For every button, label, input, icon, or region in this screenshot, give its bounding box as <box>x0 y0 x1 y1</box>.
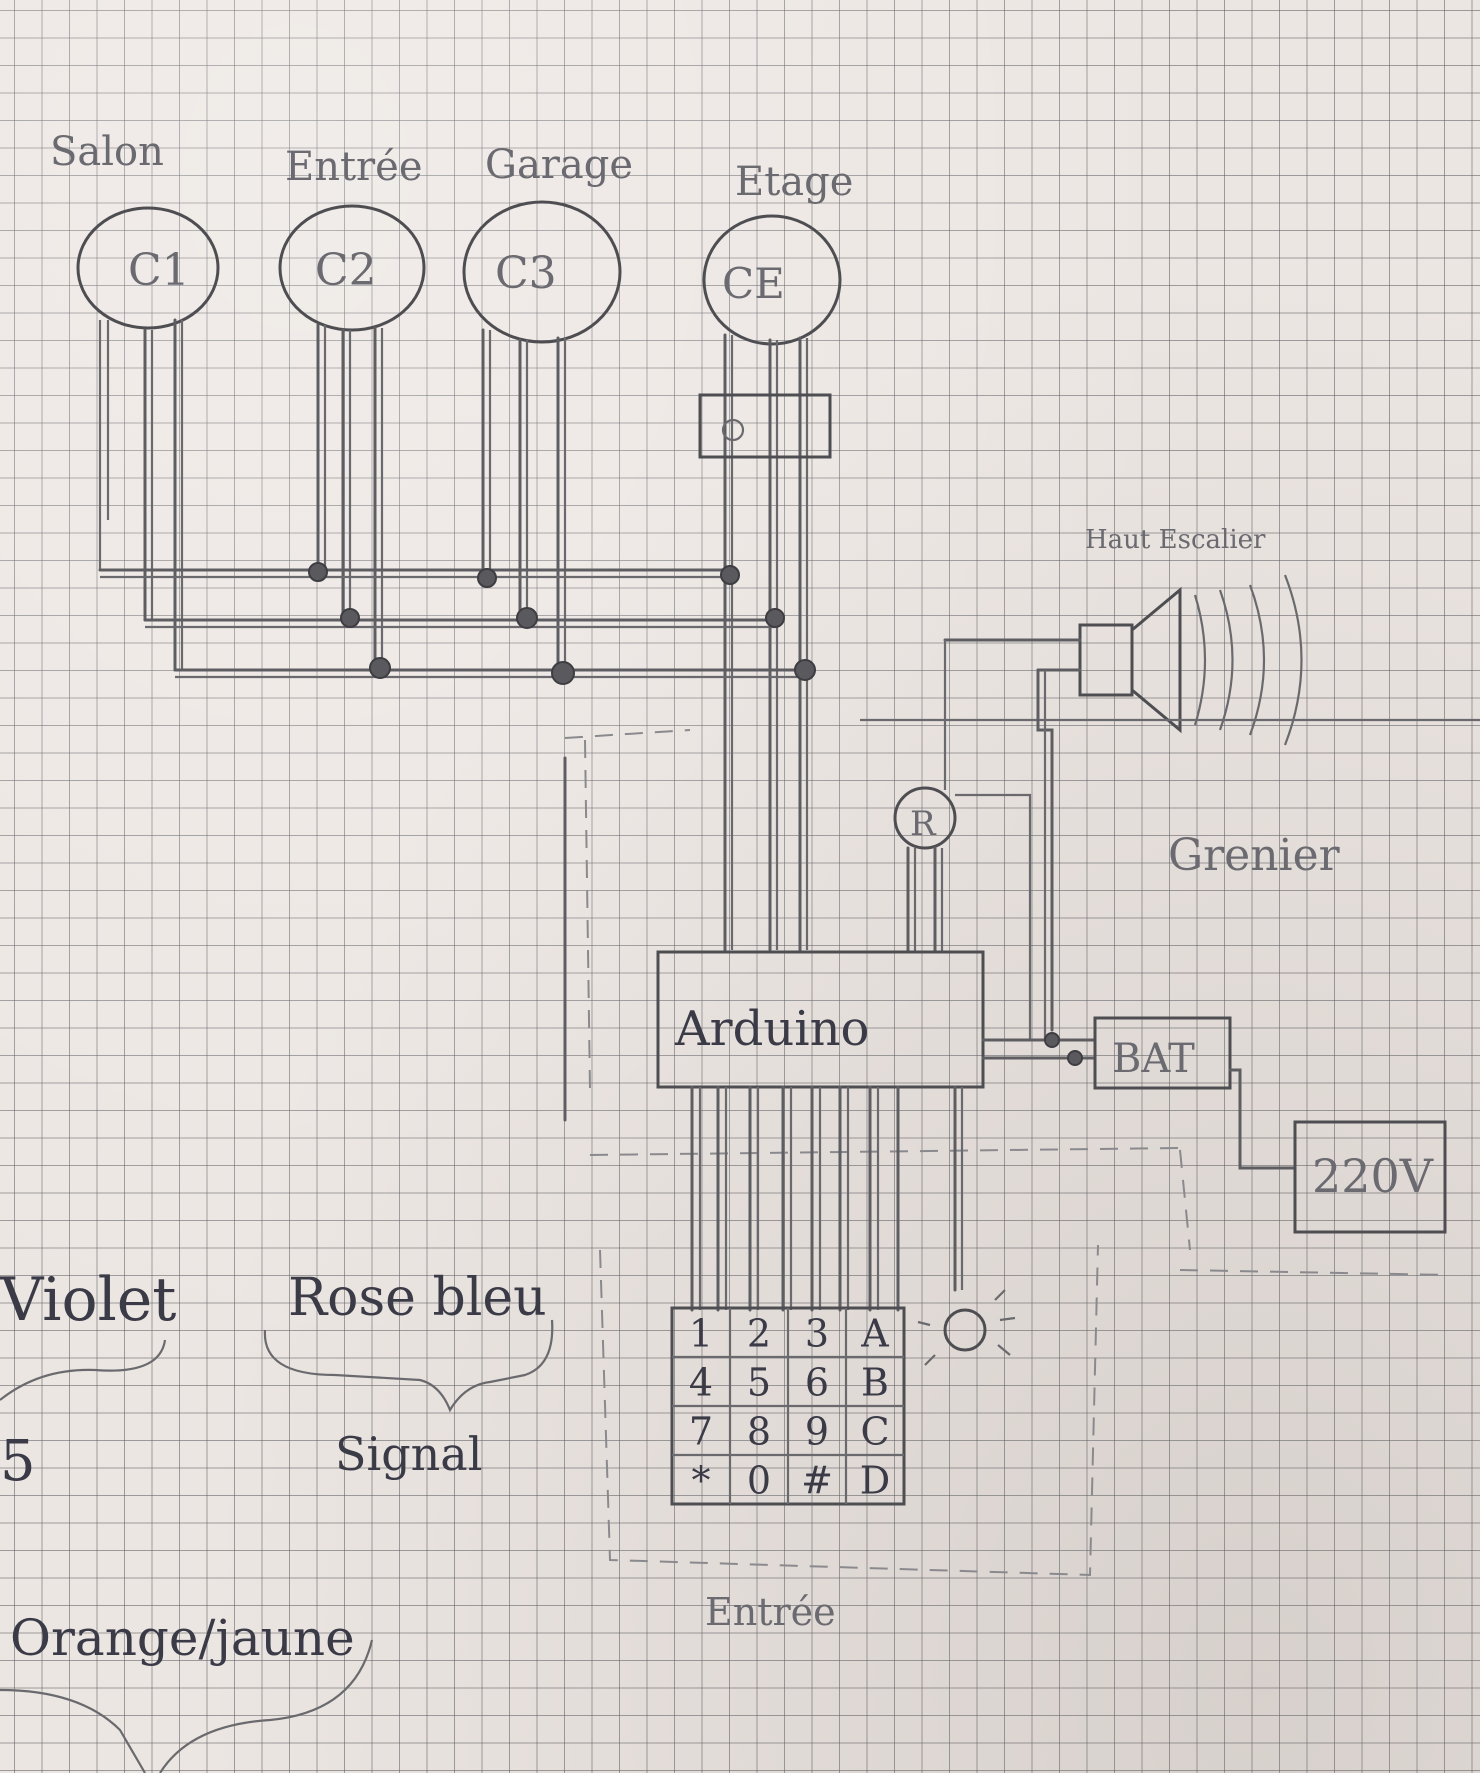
relay: R <box>893 786 1032 1040</box>
siren-speaker: Haut Escalier <box>1078 525 1303 746</box>
status-led <box>917 1085 1016 1366</box>
siren-wires <box>943 638 1082 1040</box>
battery: BAT <box>1093 1016 1297 1170</box>
arduino-label: Arduino <box>674 1001 869 1057</box>
sensor-label-ce: CE <box>722 259 785 308</box>
keypad-key: 1 <box>689 1312 713 1356</box>
keypad-key: # <box>801 1459 833 1503</box>
label-salon: Salon <box>50 129 164 175</box>
keypad-key: B <box>861 1361 889 1405</box>
mains-supply: 220V <box>1293 1120 1447 1234</box>
arduino-battery-wires <box>981 1032 1097 1066</box>
legend-rose-bleu: Rose bleu <box>288 1268 547 1328</box>
keypad-wires <box>690 1085 900 1312</box>
relay-label: R <box>910 804 937 844</box>
legend-five: 5 <box>0 1429 36 1494</box>
etage-junction-box <box>698 393 832 459</box>
keypad-key: 9 <box>805 1410 829 1454</box>
keypad-key: A <box>860 1312 889 1356</box>
legend-notes: Violet 5 Rose bleu Signal Orange/jaune <box>0 1265 554 1773</box>
label-garage: Garage <box>485 142 633 188</box>
keypad-key: 0 <box>747 1459 771 1503</box>
legend-signal: Signal <box>335 1427 482 1481</box>
battery-label: BAT <box>1112 1036 1195 1082</box>
label-entree: Entrée <box>285 144 423 190</box>
legend-orange-jaune: Orange/jaune <box>10 1609 355 1667</box>
siren-location-label: Haut Escalier <box>1085 525 1266 555</box>
sensor-salon: C1 <box>76 206 220 330</box>
keypad-key: 5 <box>747 1361 771 1405</box>
keypad-key: 4 <box>689 1361 713 1405</box>
sensor-etage: CE <box>702 214 842 346</box>
keypad-key: 6 <box>805 1361 829 1405</box>
sensor-garage: C3 <box>462 200 622 344</box>
junction-dots <box>308 562 816 685</box>
sensor-label-c2: C2 <box>315 245 377 296</box>
keypad-location-label: Entrée <box>705 1590 836 1634</box>
sensor-label-c1: C1 <box>128 245 190 296</box>
legend-violet: Violet <box>0 1265 176 1335</box>
attic-label: Grenier <box>1168 830 1341 881</box>
mains-label: 220V <box>1312 1149 1434 1203</box>
keypad-key: C <box>860 1410 889 1454</box>
keypad-key: 8 <box>747 1410 771 1454</box>
sensor-label-c3: C3 <box>495 248 557 299</box>
sensor-wires <box>98 318 809 952</box>
keypad-key: D <box>860 1459 890 1503</box>
entree-room-boundary <box>563 729 1451 1577</box>
signal-buses <box>98 568 812 679</box>
keypad-key: 3 <box>805 1312 829 1356</box>
keypad-key: 7 <box>689 1410 713 1454</box>
sensor-entree: C2 <box>278 204 426 332</box>
arduino-board: Arduino <box>656 950 985 1089</box>
keypad-key: * <box>692 1459 711 1503</box>
keypad-key: 2 <box>747 1312 771 1356</box>
label-etage: Etage <box>735 159 853 205</box>
